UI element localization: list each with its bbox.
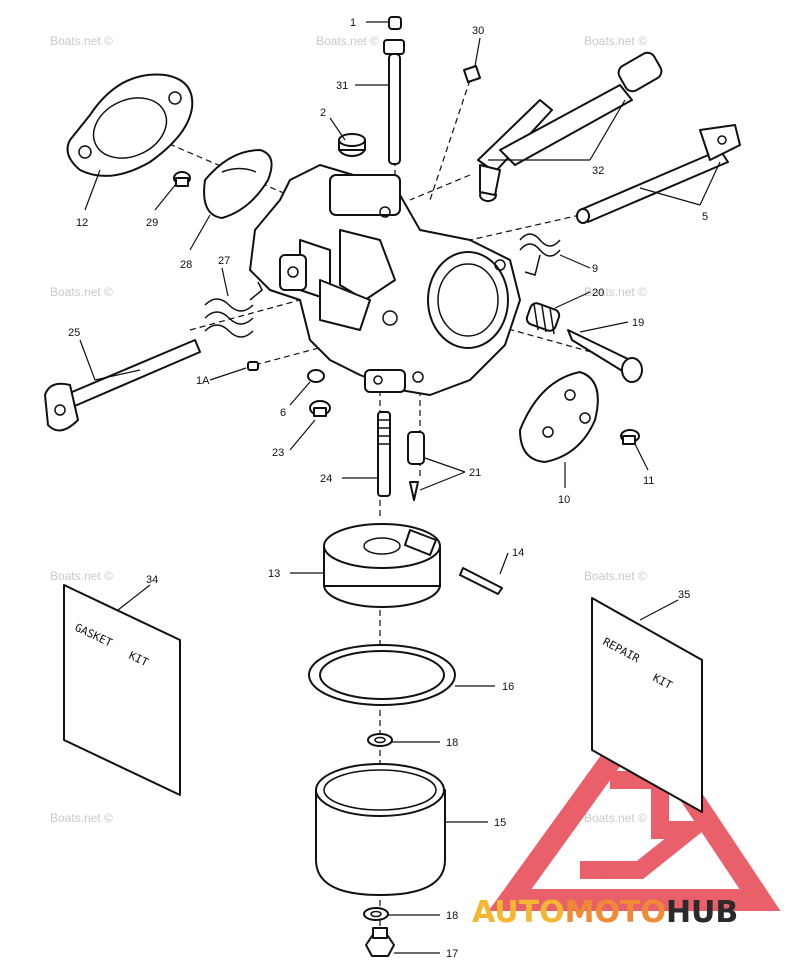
- callout-35: 35: [678, 589, 690, 601]
- part-27-spring: [204, 281, 263, 338]
- part-15-float-bowl: [315, 763, 446, 896]
- part-18-washer: [367, 733, 393, 747]
- part-19-needle-screw: [567, 329, 643, 383]
- callout-24: 24: [320, 473, 332, 485]
- callout-6: 6: [280, 407, 286, 419]
- part-14-pin: [459, 567, 503, 595]
- callout-13: 13: [268, 568, 280, 580]
- part-23-screw: [309, 400, 331, 417]
- part-17-bolt: [365, 927, 395, 957]
- callout-18-lower: 18: [446, 910, 458, 922]
- part-25-choke-shaft: [44, 339, 201, 432]
- part-28-diaphragm: [203, 149, 273, 219]
- watermark: Boats.net ©: [584, 285, 647, 299]
- watermark: Boats.net ©: [316, 34, 379, 48]
- callout-11: 11: [643, 475, 654, 487]
- watermark: Boats.net ©: [50, 34, 113, 48]
- watermark: Boats.net ©: [50, 811, 113, 825]
- part-18-washer-lower: [363, 907, 389, 921]
- part-29-screw: [173, 171, 191, 187]
- gasket-kit: GASKET KIT: [63, 584, 181, 796]
- callout-9: 9: [592, 263, 598, 275]
- callout-19: 19: [632, 317, 644, 329]
- watermark: Boats.net ©: [584, 569, 647, 583]
- callout-20: 20: [592, 287, 604, 299]
- part-30-fitting: [463, 65, 481, 83]
- brand-hub: HUB: [666, 895, 738, 930]
- part-21-needle-seat: [407, 431, 425, 501]
- callout-10: 10: [558, 494, 570, 506]
- callout-25: 25: [68, 327, 80, 339]
- callout-34: 34: [146, 574, 158, 586]
- part-10-throttle-plate: [519, 371, 599, 463]
- brand-auto: AUTO: [472, 895, 565, 930]
- carburetor-body: [249, 164, 521, 396]
- callout-16: 16: [502, 681, 514, 693]
- watermarks: Boats.net © Boats.net © Boats.net © Boat…: [50, 34, 647, 825]
- callouts: 1 30 31 2 32 5 12 29 28 27 9 20 19 25 1A…: [68, 17, 708, 960]
- callout-15: 15: [494, 817, 506, 829]
- part-11-screw: [620, 429, 640, 445]
- callout-12: 12: [76, 217, 88, 229]
- part-13-float: [323, 523, 441, 608]
- repair-kit: REPAIR KIT: [591, 597, 703, 813]
- watermark: Boats.net ©: [584, 811, 647, 825]
- part-2-cup-plug: [338, 133, 366, 157]
- part-16-gasket-ring: [308, 644, 456, 706]
- callout-31: 31: [336, 80, 348, 92]
- part-1a-small: [247, 361, 259, 371]
- callout-1: 1: [350, 17, 356, 29]
- part-6-screw: [307, 369, 325, 383]
- part-32-fuel-fitting: [477, 51, 663, 202]
- leader-lines: [79, 21, 721, 954]
- watermark: Boats.net ©: [50, 569, 113, 583]
- callout-14: 14: [512, 547, 524, 559]
- part-20-spring: [525, 302, 561, 335]
- part-5-throttle-shaft: [576, 124, 741, 224]
- callout-28: 28: [180, 259, 192, 271]
- callout-5: 5: [702, 211, 708, 223]
- callout-17: 17: [446, 948, 458, 960]
- callout-27: 27: [218, 255, 230, 267]
- part-12-gasket: [66, 73, 194, 177]
- watermark: Boats.net ©: [584, 34, 647, 48]
- brand-moto: MOTO: [565, 895, 666, 930]
- callout-21: 21: [469, 467, 481, 479]
- part-9-spring: [519, 233, 561, 276]
- callout-2: 2: [320, 107, 326, 119]
- part-31-rod: [383, 39, 405, 165]
- watermark: Boats.net ©: [50, 285, 113, 299]
- callout-1a: 1A: [196, 375, 210, 387]
- part-24-jet: [377, 411, 391, 497]
- callout-32: 32: [592, 165, 604, 177]
- callout-23: 23: [272, 447, 284, 459]
- callout-18: 18: [446, 737, 458, 749]
- callout-29: 29: [146, 217, 158, 229]
- callout-30: 30: [472, 25, 484, 37]
- part-1-plug: [388, 16, 402, 30]
- brand-wordmark: AUTOMOTOHUB: [472, 895, 738, 930]
